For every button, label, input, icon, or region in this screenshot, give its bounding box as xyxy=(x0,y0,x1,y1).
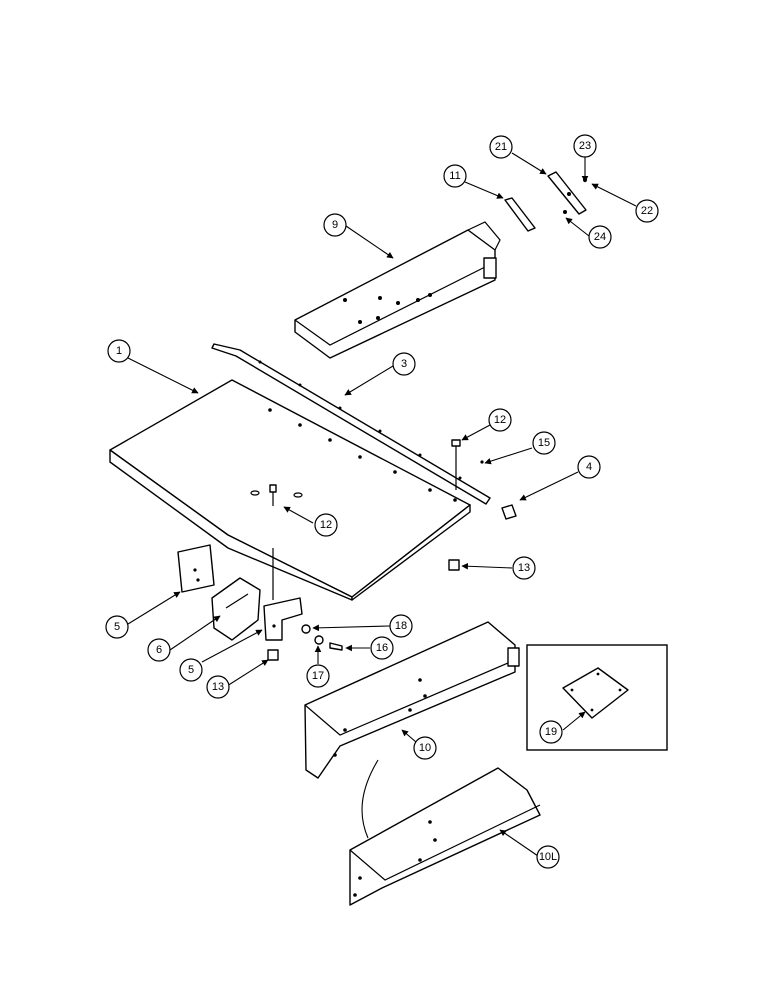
callout-17: 17 xyxy=(306,664,330,688)
svg-text:10L: 10L xyxy=(539,851,557,863)
svg-text:10: 10 xyxy=(419,742,431,754)
callout-3: 3 xyxy=(392,352,416,376)
callout-10: 10 xyxy=(413,736,437,760)
side-panel-left xyxy=(349,767,541,906)
callout-16: 16 xyxy=(370,636,394,660)
svg-text:18: 18 xyxy=(395,620,407,632)
fasteners xyxy=(269,439,517,571)
callout-10l: 10L xyxy=(536,845,560,869)
callout-5a: 5 xyxy=(105,615,129,639)
floor-plate xyxy=(109,379,471,601)
svg-text:17: 17 xyxy=(312,670,324,682)
svg-text:11: 11 xyxy=(449,170,460,182)
svg-text:4: 4 xyxy=(586,461,592,473)
upper-channel xyxy=(294,221,501,359)
callout-24: 24 xyxy=(588,225,612,249)
svg-text:22: 22 xyxy=(641,205,653,217)
svg-text:21: 21 xyxy=(495,141,507,153)
callout-1: 1 xyxy=(107,339,131,363)
mirror-arc xyxy=(361,759,379,839)
small-bracket xyxy=(504,171,587,232)
callout-6: 6 xyxy=(147,638,171,662)
callout-21: 21 xyxy=(489,135,513,159)
svg-text:5: 5 xyxy=(114,621,120,633)
callout-12a: 12 xyxy=(488,408,512,432)
callout-22: 22 xyxy=(635,199,659,223)
svg-text:9: 9 xyxy=(332,219,338,231)
svg-text:16: 16 xyxy=(376,642,388,654)
side-panel-right xyxy=(304,621,520,779)
svg-text:23: 23 xyxy=(579,140,591,152)
svg-text:3: 3 xyxy=(401,358,407,370)
svg-text:12: 12 xyxy=(494,414,506,426)
callout-4: 4 xyxy=(577,455,601,479)
callout-18: 18 xyxy=(389,614,413,638)
callout-19: 19 xyxy=(539,720,563,744)
callout-15: 15 xyxy=(532,431,556,455)
svg-text:1: 1 xyxy=(116,345,122,357)
svg-text:24: 24 xyxy=(594,231,606,243)
mount-brackets xyxy=(177,544,303,661)
hinge-rod xyxy=(211,343,491,505)
callout-12b: 12 xyxy=(314,513,338,537)
svg-text:13: 13 xyxy=(518,562,530,574)
svg-text:13: 13 xyxy=(212,681,224,693)
svg-text:5: 5 xyxy=(188,664,194,676)
callout-11: 11 xyxy=(443,164,467,188)
bolt-set xyxy=(301,624,343,651)
svg-text:6: 6 xyxy=(156,644,162,656)
callout-23: 23 xyxy=(573,134,597,158)
svg-text:15: 15 xyxy=(538,437,550,449)
callout-5b: 5 xyxy=(179,658,203,682)
callout-13a: 13 xyxy=(512,556,536,580)
leader-lines xyxy=(127,152,637,857)
svg-text:12: 12 xyxy=(320,519,332,531)
callout-13b: 13 xyxy=(206,675,230,699)
svg-text:19: 19 xyxy=(545,726,557,738)
callout-9: 9 xyxy=(323,213,347,237)
